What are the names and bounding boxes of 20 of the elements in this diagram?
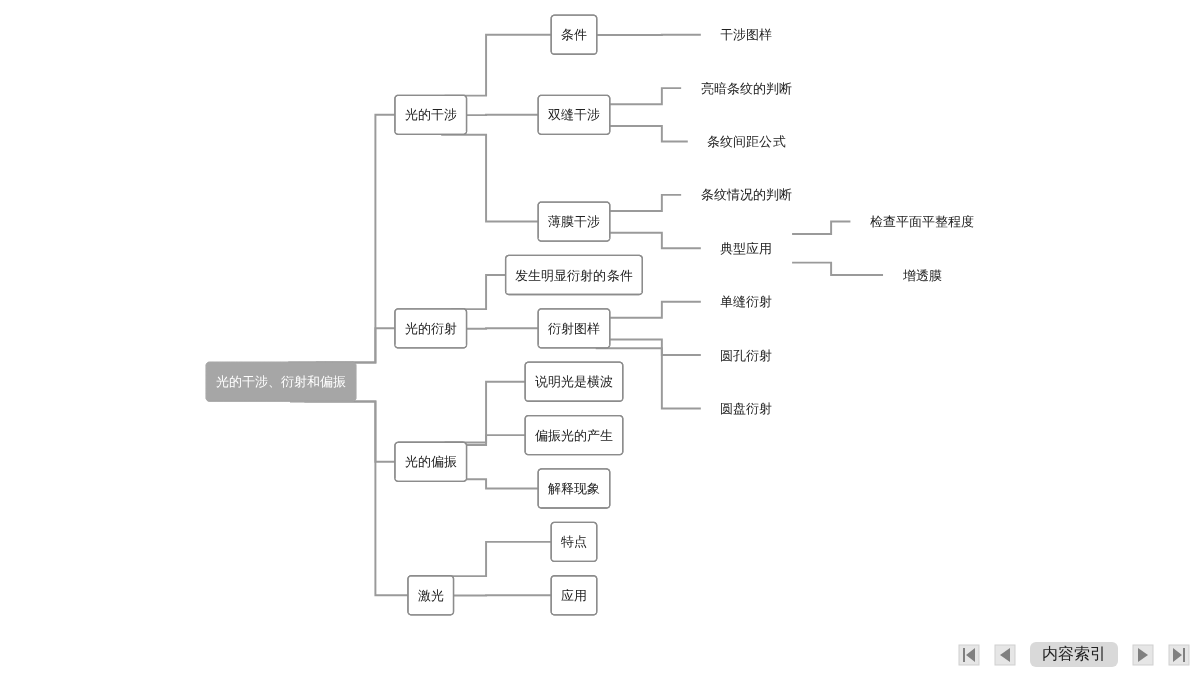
node-text: 单缝衍射 (720, 293, 773, 310)
node-text: 条纹间距公式 (707, 133, 786, 150)
node-text: 圆盘衍射 (720, 400, 773, 417)
node-text: 亮暗条纹的判断 (700, 80, 793, 96)
node-text: 检查平面平整程度 (870, 213, 975, 230)
connector (596, 33, 702, 37)
connector (609, 338, 702, 356)
connector (609, 300, 702, 319)
connector (609, 193, 683, 212)
node-text: 条纹情况的判断 (700, 187, 793, 203)
connector (791, 220, 852, 235)
connector (791, 261, 885, 276)
connector (609, 125, 689, 143)
connector (609, 87, 683, 106)
node-text: 干涉图样 (720, 26, 773, 43)
node-text: 典型应用 (720, 240, 773, 257)
connector (609, 231, 702, 250)
node-text: 圆孔衍射 (720, 347, 773, 363)
node-text: 增透膜 (902, 267, 942, 283)
index-button: 内容索引 (1030, 642, 1118, 667)
